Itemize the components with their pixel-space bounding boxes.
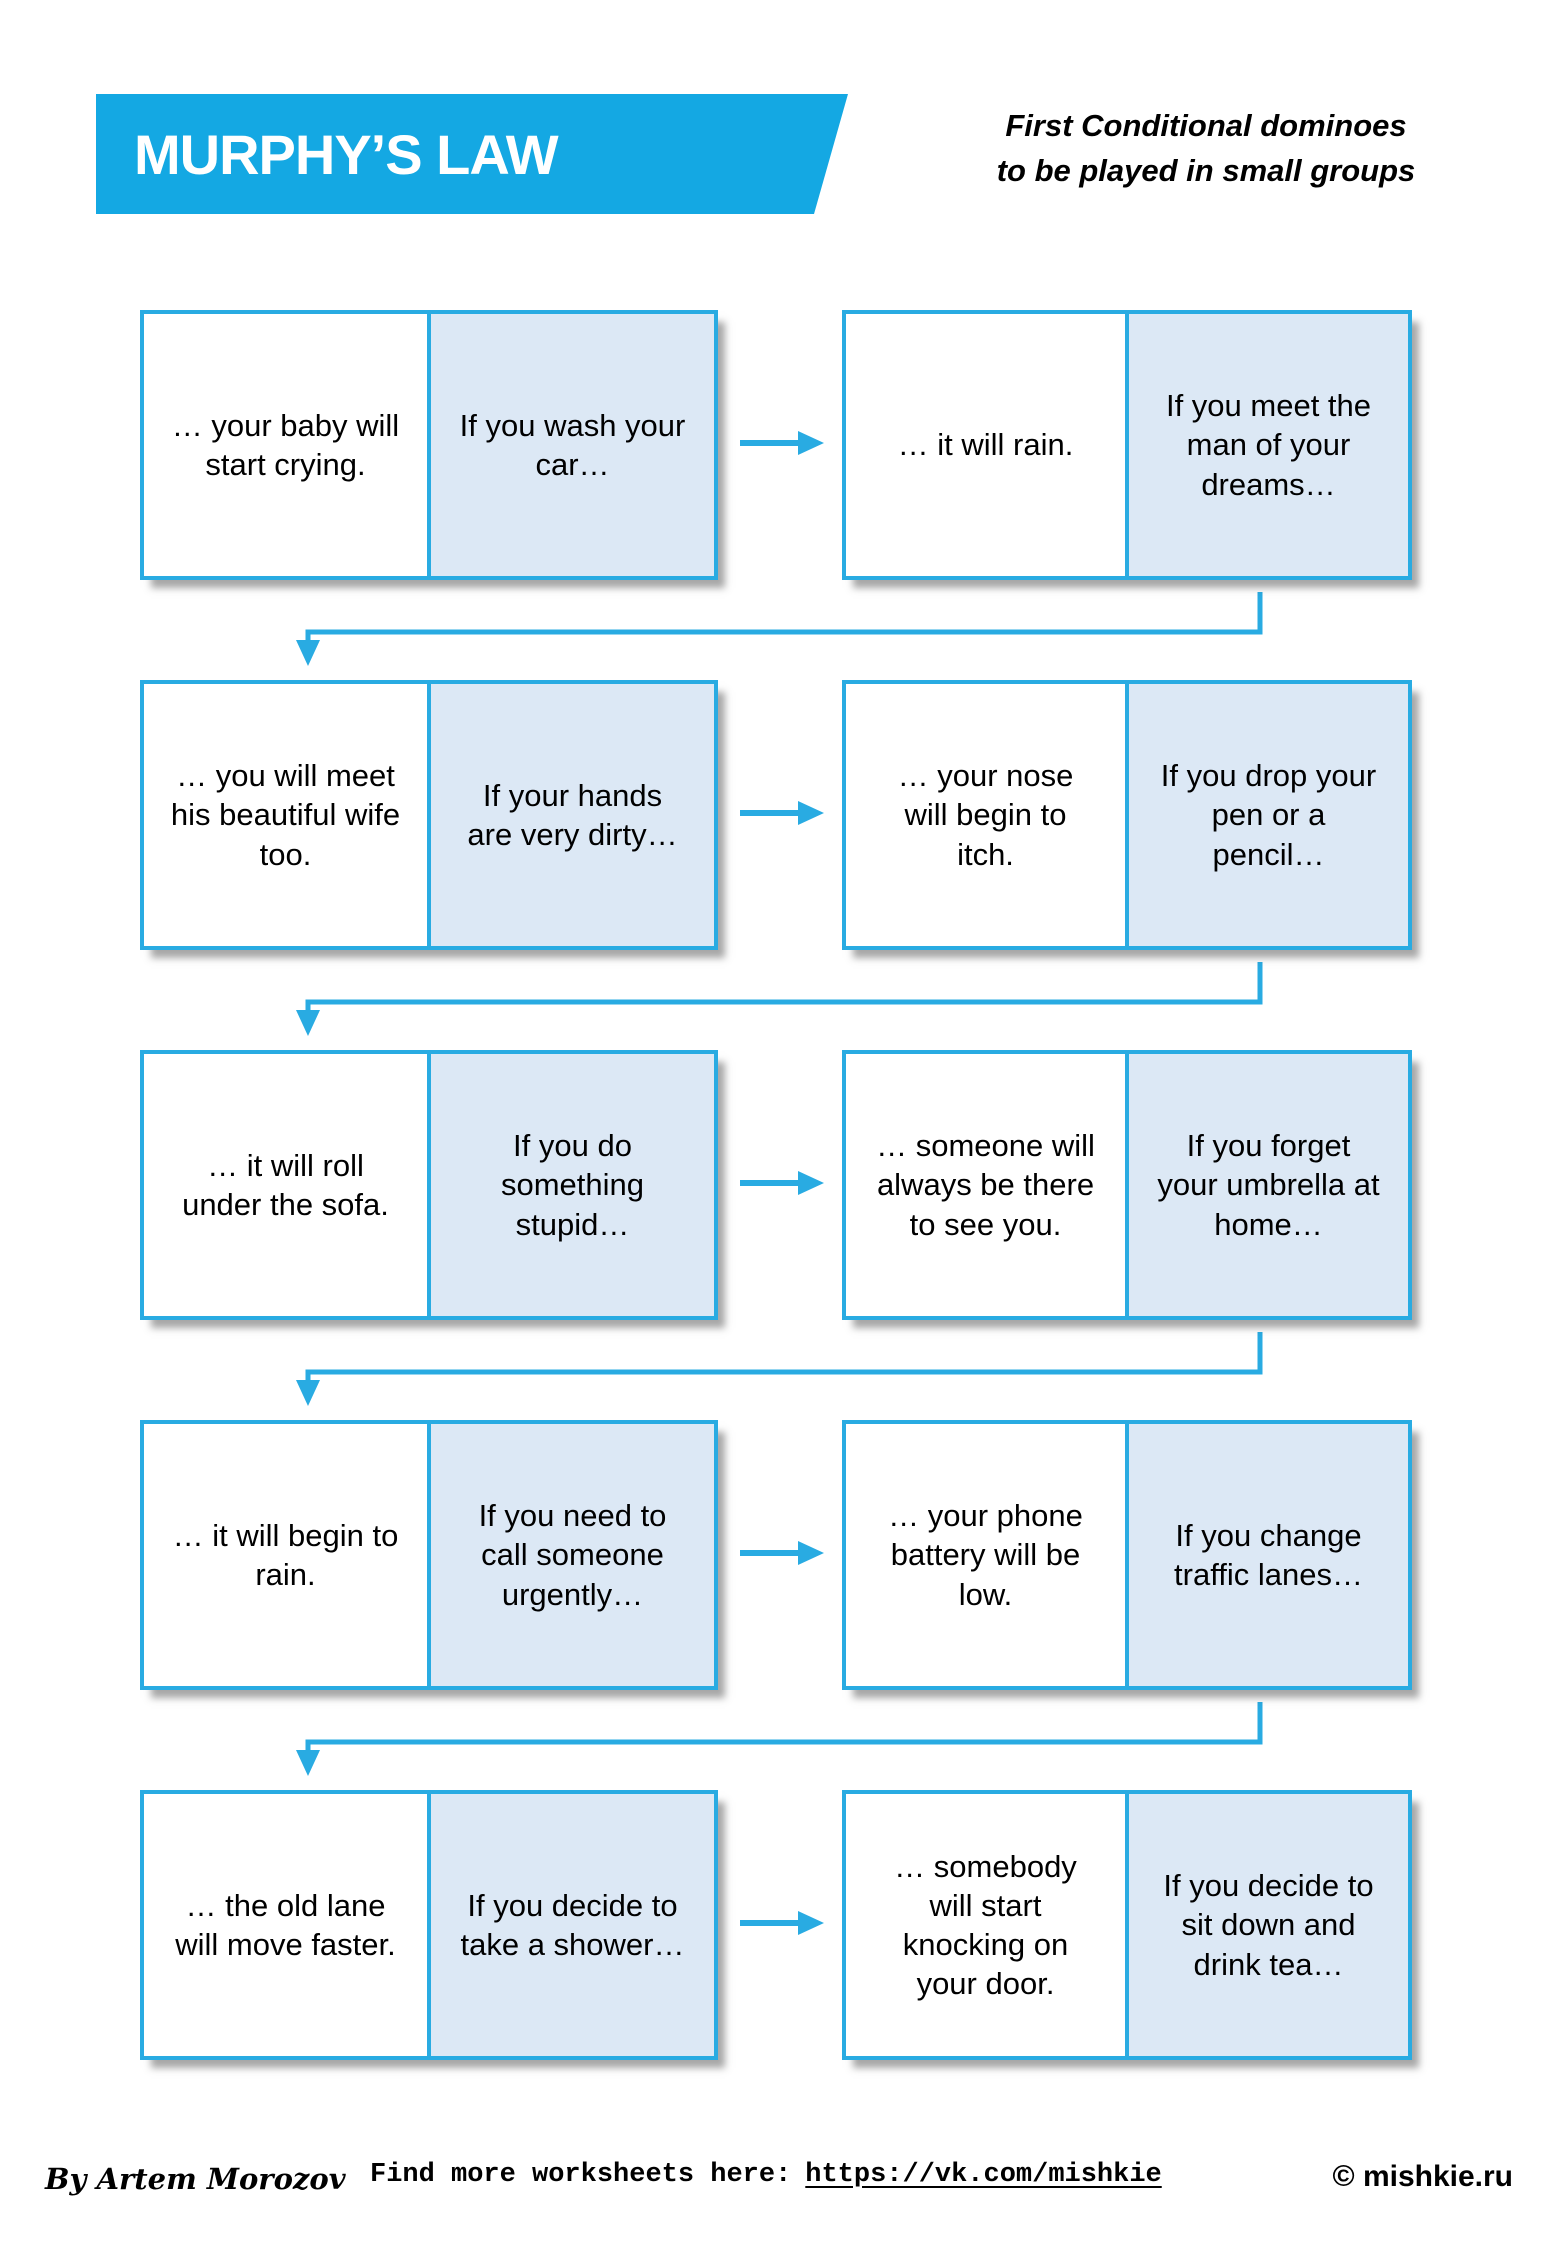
domino-ending-cell: … the old lane will move faster. <box>144 1794 427 2056</box>
domino-if-text: If you wash your car… <box>459 407 686 482</box>
subtitle-line-1: First Conditional dominoes <box>1005 108 1407 143</box>
domino-card: … your nose will begin to itch. If you d… <box>842 680 1412 950</box>
domino-ending-cell: … somebody will start knocking on your d… <box>846 1794 1125 2056</box>
domino-card: … you will meet his beautiful wife too. … <box>140 680 718 950</box>
connector-arrow-down-icon <box>296 1332 1263 1406</box>
find-more-label: Find more worksheets here: <box>370 2160 792 2190</box>
domino-if-cell: If you change traffic lanes… <box>1125 1424 1408 1686</box>
arrow-right-icon <box>740 1171 824 1195</box>
domino-if-cell: If your hands are very dirty… <box>427 684 714 946</box>
domino-card: … someone will always be there to see yo… <box>842 1050 1412 1320</box>
domino-ending-text: … someone will always be there to see yo… <box>876 1128 1095 1242</box>
domino-ending-text: … your baby will start crying. <box>171 407 400 482</box>
domino-ending-text: … the old lane will move faster. <box>175 1887 396 1962</box>
domino-card: … the old lane will move faster. If you … <box>140 1790 718 2060</box>
connector-arrow-down-icon <box>296 962 1263 1036</box>
domino-ending-cell: … you will meet his beautiful wife too. <box>144 684 427 946</box>
domino-ending-cell: … someone will always be there to see yo… <box>846 1054 1125 1316</box>
connector-arrow-down-icon <box>296 592 1263 666</box>
domino-card: … it will rain. If you meet the man of y… <box>842 310 1412 580</box>
domino-ending-cell: … it will begin to rain. <box>144 1424 427 1686</box>
worksheet-subtitle: First Conditional dominoes to be played … <box>961 104 1451 194</box>
domino-ending-text: … your phone battery will be low. <box>888 1498 1083 1612</box>
domino-if-text: If you drop your pen or a pencil… <box>1160 758 1377 872</box>
domino-ending-text: … your nose will begin to itch. <box>897 758 1074 872</box>
domino-card: … your baby will start crying. If you wa… <box>140 310 718 580</box>
arrow-right-icon <box>740 1911 824 1935</box>
domino-if-cell: If you need to call someone urgently… <box>427 1424 714 1686</box>
domino-if-text: If your hands are very dirty… <box>467 777 678 852</box>
page-title: MURPHY’S LAW <box>134 122 558 186</box>
domino-card: … your phone battery will be low. If you… <box>842 1420 1412 1690</box>
domino-ending-cell: … your baby will start crying. <box>144 314 427 576</box>
domino-if-text: If you forget your umbrella at home… <box>1157 1128 1380 1242</box>
domino-if-cell: If you drop your pen or a pencil… <box>1125 684 1408 946</box>
domino-ending-cell: … your nose will begin to itch. <box>846 684 1125 946</box>
domino-if-text: If you need to call someone urgently… <box>478 1498 667 1612</box>
domino-ending-cell: … your phone battery will be low. <box>846 1424 1125 1686</box>
domino-if-text: If you meet the man of your dreams… <box>1165 388 1372 502</box>
domino-ending-text: … it will begin to rain. <box>172 1517 399 1592</box>
domino-ending-text: … it will roll under the sofa. <box>182 1147 389 1222</box>
arrow-right-icon <box>740 801 824 825</box>
domino-ending-text: … you will meet his beautiful wife too. <box>170 758 401 872</box>
domino-card: … it will begin to rain. If you need to … <box>140 1420 718 1690</box>
domino-if-text: If you change traffic lanes… <box>1174 1517 1363 1592</box>
arrow-right-icon <box>740 1541 824 1565</box>
author-credit: By Artem Morozov <box>45 2162 346 2196</box>
domino-if-cell: If you wash your car… <box>427 314 714 576</box>
domino-ending-text: … somebody will start knocking on your d… <box>894 1848 1077 2002</box>
domino-if-cell: If you forget your umbrella at home… <box>1125 1054 1408 1316</box>
domino-if-cell: If you do something stupid… <box>427 1054 714 1316</box>
domino-if-text: If you do something stupid… <box>500 1128 645 1242</box>
domino-if-cell: If you meet the man of your dreams… <box>1125 314 1408 576</box>
subtitle-line-2: to be played in small groups <box>996 152 1416 188</box>
domino-card: … it will roll under the sofa. If you do… <box>140 1050 718 1320</box>
domino-if-text: If you decide to sit down and drink tea… <box>1163 1868 1374 1982</box>
domino-ending-cell: … it will rain. <box>846 314 1125 576</box>
title-banner: MURPHY’S LAW <box>96 94 848 214</box>
domino-if-cell: If you decide to take a shower… <box>427 1794 714 2056</box>
arrow-right-icon <box>740 431 824 455</box>
domino-ending-text: … it will rain. <box>897 427 1074 463</box>
domino-card: … somebody will start knocking on your d… <box>842 1790 1412 2060</box>
worksheets-link[interactable]: https://vk.com/mishkie <box>805 2160 1162 2190</box>
domino-if-text: If you decide to take a shower… <box>460 1887 685 1962</box>
domino-ending-cell: … it will roll under the sofa. <box>144 1054 427 1316</box>
copyright-text: © mishkie.ru <box>1332 2160 1514 2193</box>
footer-find-more: Find more worksheets here: https://vk.co… <box>370 2160 1162 2190</box>
domino-if-cell: If you decide to sit down and drink tea… <box>1125 1794 1408 2056</box>
connector-arrow-down-icon <box>296 1702 1263 1776</box>
